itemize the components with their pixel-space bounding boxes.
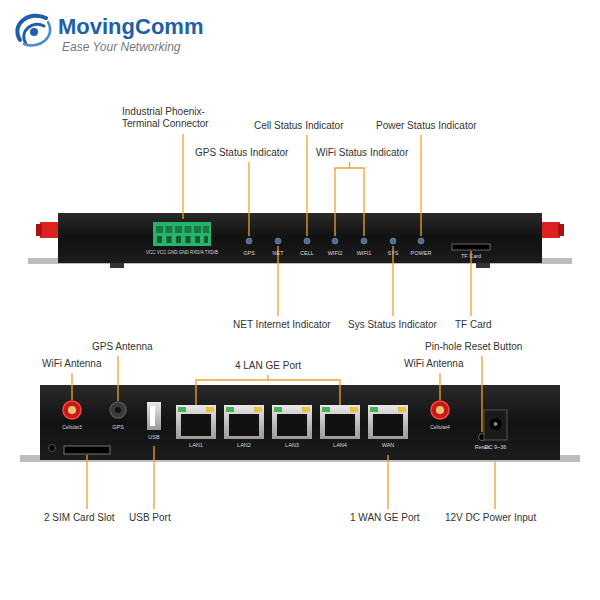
callout-label: 4 LAN GE Port: [235, 360, 301, 372]
callout-label: WiFi Antenna: [42, 358, 101, 370]
logo-swirl: [17, 16, 50, 46]
leader-lines: [72, 356, 495, 509]
port-name: Cellular3: [62, 424, 82, 430]
callout-label: Pin-hole Reset Button: [425, 341, 522, 353]
callout-label: USB Port: [129, 512, 171, 524]
callout-label: Power Status Indicator: [376, 120, 477, 132]
led-name: WIFI1: [357, 250, 372, 257]
led-name: POWER: [411, 250, 432, 257]
callout-label: 2 SIM Card Slot: [44, 512, 115, 524]
led-name: NET: [273, 250, 284, 257]
callout-label: Sys Status Indicator: [348, 319, 437, 331]
front-panel: [28, 213, 572, 268]
logo-tagline: Ease Your Networking: [62, 40, 181, 54]
callout-label: TF Card: [455, 319, 492, 331]
port-name: WAN: [382, 442, 395, 449]
logo-name: MovingComm: [58, 14, 203, 40]
pin-names: VCC VCC GND GND RXD/A TXD/B: [146, 250, 218, 255]
callout-label: 12V DC Power Input: [445, 512, 536, 524]
port-name: LAN2: [237, 442, 251, 449]
callout-label: Cell Status Indicator: [254, 120, 344, 132]
slot-name: TF Card: [461, 253, 481, 260]
port-name: LAN1: [189, 442, 203, 449]
port-name: LAN3: [285, 442, 299, 449]
port-name: Cellular4: [430, 424, 450, 430]
callout-label: WiFi Antenna: [404, 358, 463, 370]
port-name: LAN4: [333, 442, 347, 449]
callout-label: Industrial Phoenix- Terminal Connector: [122, 106, 226, 130]
led-name: CELL: [300, 250, 314, 257]
callout-label: WiFi Status Indicator: [316, 147, 408, 159]
port-name: GPS: [112, 424, 124, 431]
port-name: DC 9~36: [485, 444, 507, 451]
back-panel: [20, 385, 580, 462]
led-name: SYS: [387, 250, 398, 257]
callout-label: GPS Status Indicator: [195, 147, 288, 159]
callout-label: NET Internet Indicator: [233, 319, 331, 331]
led-name: GPS: [243, 250, 255, 257]
callout-label: 1 WAN GE Port: [350, 512, 420, 524]
port-name: USB: [148, 434, 159, 441]
callout-label: GPS Antenna: [92, 341, 153, 353]
leader-lines: [183, 134, 471, 316]
led-name: WIFI2: [328, 250, 343, 257]
